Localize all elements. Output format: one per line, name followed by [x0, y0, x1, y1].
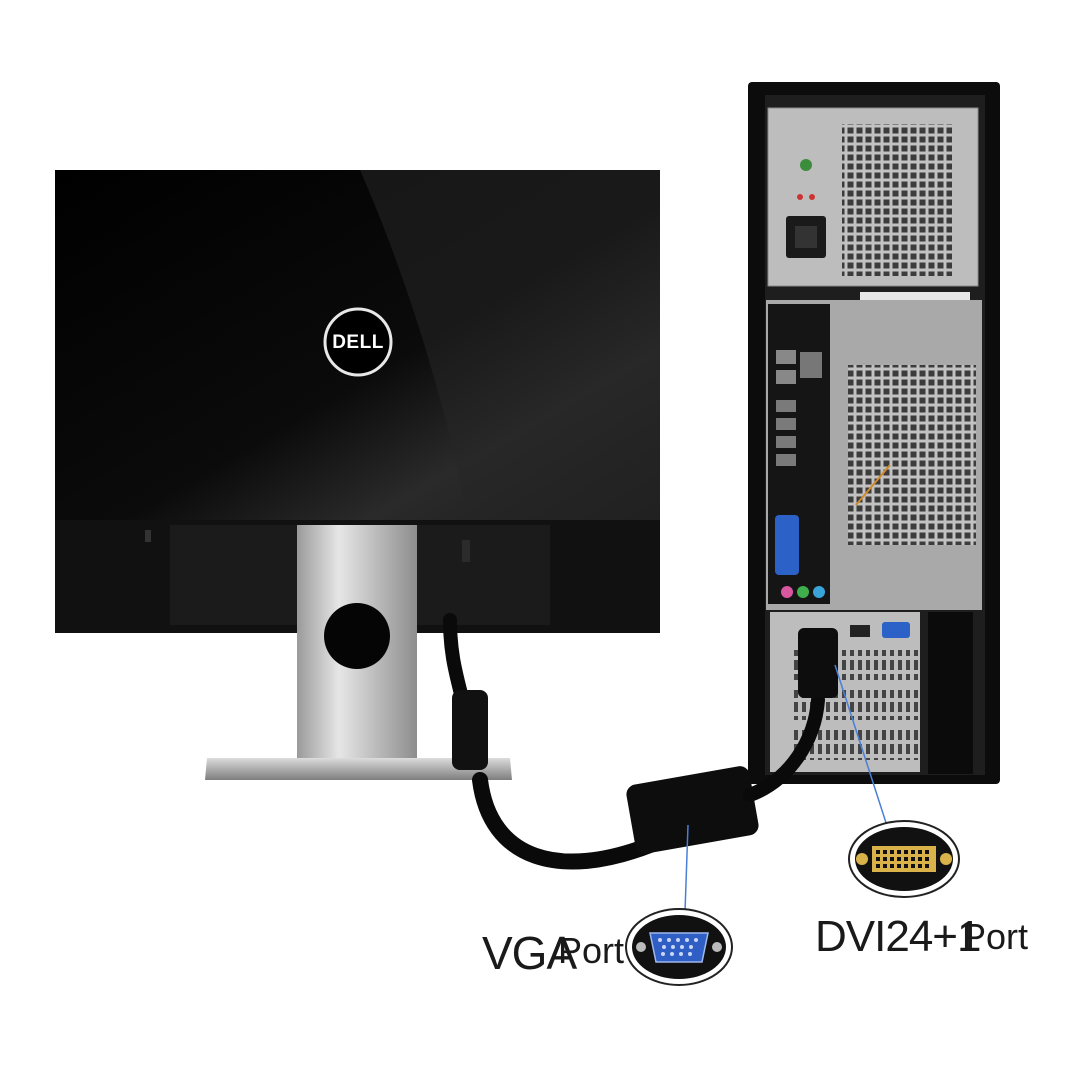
dvi-label: DVI24+1 — [815, 912, 981, 961]
adapter-cable — [443, 613, 838, 870]
vga-port-label: Port — [558, 930, 625, 971]
vga-port-icon — [625, 908, 733, 986]
vga-callout-line — [684, 824, 689, 913]
vga-label: VGA — [482, 927, 577, 979]
dell-logo-text: DELL — [332, 332, 384, 353]
monitor — [55, 170, 660, 780]
ferrite-core — [452, 690, 488, 770]
dvi-port-icon — [848, 820, 960, 898]
dvi-callout-line — [834, 664, 891, 836]
monitor-base — [205, 758, 512, 780]
dvi-port-label: Port — [962, 916, 1029, 957]
stand-cable-hole — [324, 603, 390, 669]
psu-fan-grille — [842, 124, 952, 276]
side-vent-grille — [848, 365, 976, 545]
pc-tower — [748, 82, 1000, 784]
dvi-plug — [798, 628, 838, 698]
vga-plug — [626, 766, 759, 854]
dell-logo — [323, 307, 393, 377]
